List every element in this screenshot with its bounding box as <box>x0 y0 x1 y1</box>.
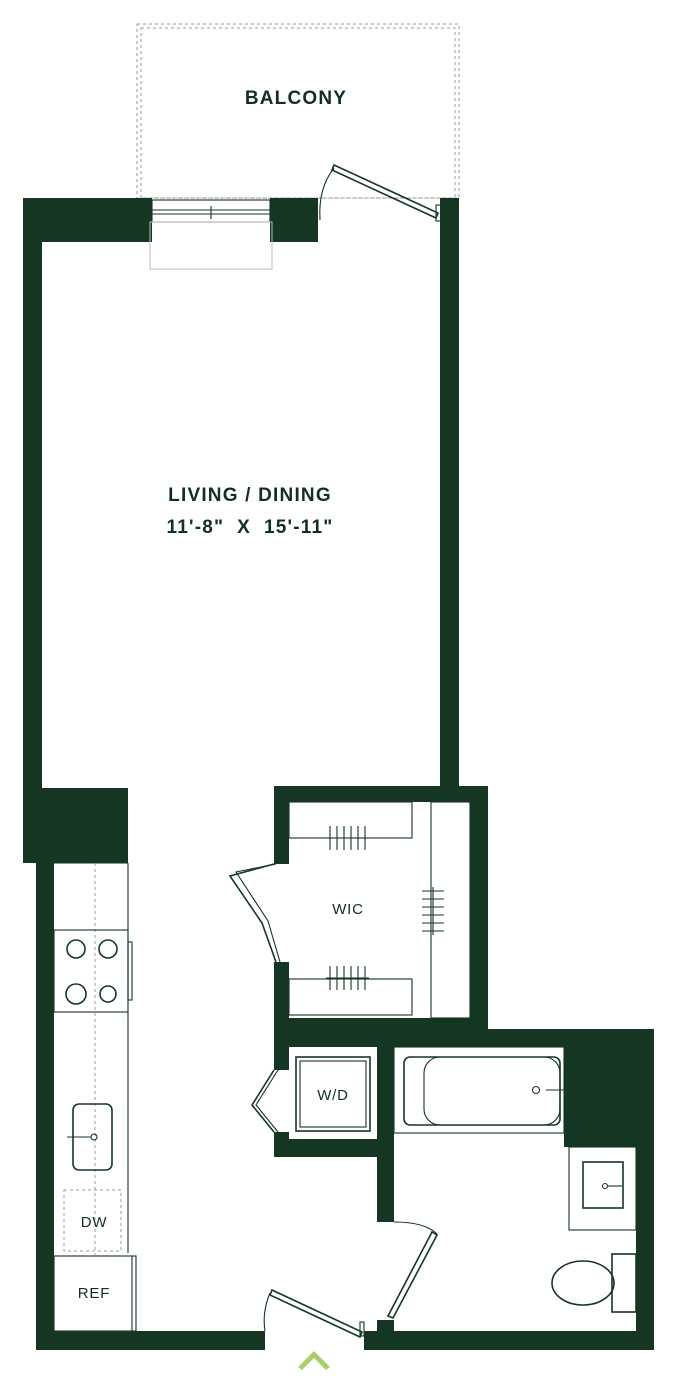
dishwasher-label: DW <box>81 1214 108 1231</box>
refrigerator-label: REF <box>78 1285 110 1302</box>
laundry-closet <box>251 1056 371 1133</box>
chevron-up-icon <box>298 1351 330 1370</box>
balcony-door <box>319 163 442 222</box>
laundry-label: W/D <box>317 1087 349 1104</box>
closet-label: WIC <box>332 901 364 918</box>
bathroom-door <box>386 1221 439 1320</box>
window <box>149 199 273 270</box>
bathroom <box>393 1046 637 1313</box>
entry-door <box>263 1288 365 1339</box>
balcony-outline <box>136 23 460 199</box>
walls <box>23 198 654 1350</box>
walk-in-closet <box>228 801 471 1019</box>
living-dining-dimensions: 11'-8" X 15'-11" <box>167 517 334 538</box>
balcony-label: BALCONY <box>245 88 347 109</box>
living-dining-label: LIVING / DINING <box>168 485 332 506</box>
kitchen <box>53 862 137 1332</box>
